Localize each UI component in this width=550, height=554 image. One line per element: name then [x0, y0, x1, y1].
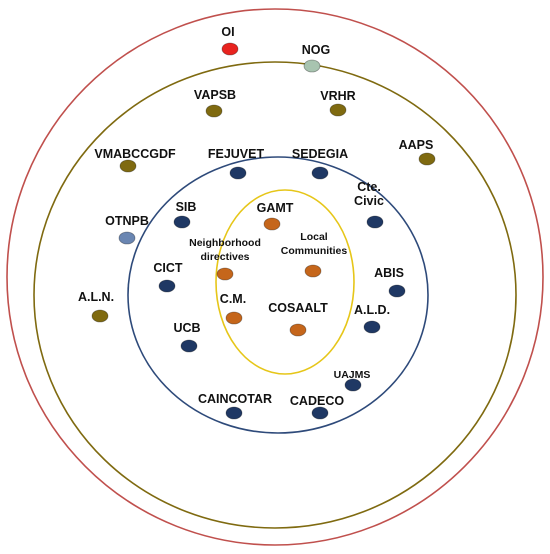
node-label: NOG — [302, 43, 330, 57]
node-abis: ABIS — [374, 266, 406, 298]
node-marker — [225, 311, 243, 325]
node-cadeco: CADECO — [290, 394, 344, 420]
node-cte-civic: Cte.Civic — [354, 180, 384, 229]
node-cm: C.M. — [220, 292, 246, 325]
node-gamt: GAMT — [257, 201, 294, 231]
node-marker — [418, 152, 436, 166]
node-label: FEJUVET — [208, 147, 265, 161]
node-label: Cte.Civic — [354, 180, 384, 208]
node-label: COSAALT — [268, 301, 328, 315]
node-aaps: AAPS — [399, 138, 436, 166]
rings-layer — [6, 8, 544, 546]
node-label: VRHR — [320, 89, 355, 103]
node-marker — [173, 215, 191, 229]
node-marker — [344, 378, 362, 392]
node-oi: OI — [221, 25, 239, 56]
node-marker — [91, 309, 109, 323]
node-nog: NOG — [302, 43, 330, 73]
node-label: OI — [221, 25, 234, 39]
node-label: CAINCOTAR — [198, 392, 272, 406]
node-sedegia: SEDEGIA — [292, 147, 348, 180]
node-caincotar: CAINCOTAR — [198, 392, 272, 420]
node-marker — [311, 406, 329, 420]
node-fejuvet: FEJUVET — [208, 147, 265, 180]
node-marker — [263, 217, 281, 231]
node-uajms: UAJMS — [334, 369, 371, 392]
node-marker — [329, 103, 347, 117]
node-marker — [225, 406, 243, 420]
node-aln: A.L.N. — [78, 290, 114, 323]
node-vapsb: VAPSB — [194, 88, 236, 118]
node-label: ABIS — [374, 266, 404, 280]
node-marker — [311, 166, 329, 180]
node-marker — [205, 104, 223, 118]
node-marker — [229, 166, 247, 180]
node-marker — [289, 323, 307, 337]
node-label: VMABCCGDF — [94, 147, 176, 161]
node-label: OTNPB — [105, 214, 149, 228]
node-cict: CICT — [153, 261, 183, 293]
node-otnpb: OTNPB — [105, 214, 149, 245]
node-ald: A.L.D. — [354, 303, 390, 334]
ring-outer — [6, 8, 544, 546]
node-label: CICT — [153, 261, 183, 275]
node-marker — [118, 231, 136, 245]
node-marker — [388, 284, 406, 298]
node-marker — [303, 59, 321, 73]
node-label: CADECO — [290, 394, 344, 408]
node-ucb: UCB — [173, 321, 201, 353]
node-marker — [180, 339, 198, 353]
node-vmabccgdf: VMABCCGDF — [94, 147, 176, 173]
ring-second — [33, 61, 517, 529]
node-marker — [119, 159, 137, 173]
node-label: GAMT — [257, 201, 294, 215]
node-marker — [366, 215, 384, 229]
node-marker — [304, 264, 322, 278]
node-label: A.L.N. — [78, 290, 114, 304]
nodes-layer: OI NOG VAPSB VRHR AAPS VMABCCGDF A.L.N. OTNPB FE… — [78, 25, 436, 420]
node-marker — [363, 320, 381, 334]
node-label: UAJMS — [334, 369, 371, 381]
node-label: C.M. — [220, 292, 246, 306]
ring-third — [127, 156, 429, 434]
node-sib: SIB — [173, 200, 197, 229]
node-marker — [221, 42, 239, 56]
node-label: AAPS — [399, 138, 434, 152]
node-label: SEDEGIA — [292, 147, 348, 161]
node-label: VAPSB — [194, 88, 236, 102]
node-marker — [158, 279, 176, 293]
node-vrhr: VRHR — [320, 89, 356, 117]
node-cosaalt: COSAALT — [268, 301, 328, 337]
node-label: A.L.D. — [354, 303, 390, 317]
node-marker — [216, 267, 234, 281]
node-label: UCB — [173, 321, 200, 335]
ring-inner — [215, 189, 355, 375]
node-label: SIB — [176, 200, 197, 214]
